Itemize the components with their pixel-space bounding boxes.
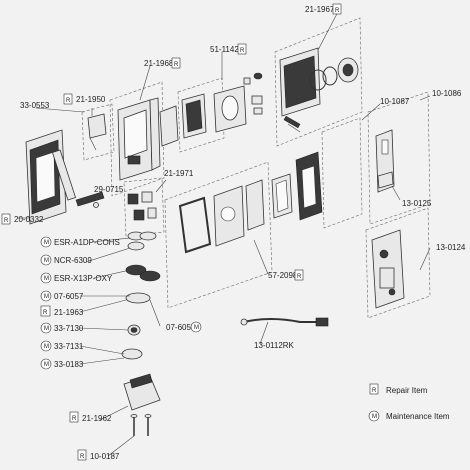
group-frame-21-1967 bbox=[274, 17, 363, 147]
legend-repair-label: Repair Item bbox=[386, 386, 428, 395]
maintenance-badge-icon bbox=[40, 290, 52, 302]
repair-badge-icon bbox=[171, 57, 181, 69]
group-frame-57-2098 bbox=[164, 161, 273, 309]
maintenance-badge-icon bbox=[40, 236, 52, 248]
label-33-7131: 33-7131 bbox=[54, 342, 84, 351]
maintenance-badge-icon bbox=[40, 272, 52, 284]
repair-badge-text: R bbox=[240, 48, 245, 54]
maintenance-badge-text: M bbox=[44, 362, 49, 368]
repair-badge-text: R bbox=[66, 98, 71, 104]
group-frame-51-1142 bbox=[177, 77, 225, 153]
label-esr-a1dp-cohs: ESR-A1DP-COHS bbox=[54, 238, 120, 247]
label-21-1950: 21-1950 bbox=[76, 95, 106, 104]
label-13-0125: 13-0125 bbox=[402, 199, 432, 208]
label-07-6058: 07-6058 bbox=[166, 323, 196, 332]
part-20-0332-drawing bbox=[25, 129, 77, 225]
label-33-0183: 33-0183 bbox=[54, 360, 84, 369]
part-21-1962-drawing bbox=[123, 373, 161, 411]
repair-badge-icon bbox=[237, 43, 247, 55]
part-13-0124-drawing bbox=[371, 229, 405, 309]
maintenance-legend-badge-text: M bbox=[372, 414, 377, 420]
part-10-0187-drawing bbox=[130, 414, 152, 436]
maintenance-badge-icon bbox=[40, 254, 52, 266]
maintenance-badge-text: M bbox=[44, 344, 49, 350]
maintenance-badge-text: M bbox=[44, 258, 49, 264]
repair-badge-icon bbox=[69, 411, 79, 423]
label-29-0715: 29-0715 bbox=[94, 185, 124, 194]
part-57-2098-drawing bbox=[178, 151, 323, 254]
repair-badge-text: R bbox=[335, 8, 340, 14]
group-frame-10-1087 bbox=[321, 117, 363, 229]
repair-legend-badge-text: R bbox=[372, 388, 377, 394]
label-10-0187: 10-0187 bbox=[90, 452, 120, 461]
repair-badge-icon bbox=[332, 3, 342, 15]
group-frame-33-0553 bbox=[81, 103, 115, 161]
label-esr-x13p-oxy: ESR-X13P-OXY bbox=[54, 274, 113, 283]
label-10-1086: 10-1086 bbox=[432, 89, 462, 98]
maintenance-legend-icon bbox=[368, 410, 380, 422]
group-frame-21-1968 bbox=[109, 81, 165, 197]
maintenance-badge-text: M bbox=[44, 294, 49, 300]
maintenance-badge-icon bbox=[40, 322, 52, 334]
label-33-0553: 33-0553 bbox=[20, 101, 50, 110]
maintenance-badge-text: M bbox=[194, 325, 199, 331]
maintenance-badge-text: M bbox=[44, 326, 49, 332]
label-33-7130: 33-7130 bbox=[54, 324, 84, 333]
leader-lines bbox=[18, 7, 431, 457]
maintenance-badge-text: M bbox=[44, 276, 49, 282]
repair-badge-text: R bbox=[80, 454, 85, 460]
label-20-0332: 20-0332 bbox=[14, 215, 44, 224]
label-07-6057: 07-6057 bbox=[54, 292, 84, 301]
label-51-1142: 51-1142 bbox=[210, 45, 239, 54]
legend: R Repair Item M Maintenance Item bbox=[368, 383, 450, 422]
label-13-0112rk: 13-0112RK bbox=[254, 341, 295, 350]
part-51-1142-drawing bbox=[181, 85, 247, 139]
part-33-0553-drawing bbox=[87, 113, 107, 151]
repair-badge-text: R bbox=[43, 310, 48, 316]
legend-maintenance-label: Maintenance Item bbox=[386, 412, 450, 421]
maintenance-badge-text: M bbox=[44, 240, 49, 246]
label-57-2098: 57-2098 bbox=[268, 271, 298, 280]
part-21-1968-drawing bbox=[117, 97, 179, 181]
label-21-1971: 21-1971 bbox=[164, 169, 194, 178]
repair-badge-icon bbox=[1, 213, 11, 225]
repair-badge-icon bbox=[63, 93, 73, 105]
label-21-1967: 21-1967 bbox=[305, 5, 335, 14]
maintenance-badge-icon bbox=[40, 340, 52, 352]
part-29-0715-drawing bbox=[75, 191, 105, 208]
part-21-1971-drawing bbox=[127, 191, 157, 221]
repair-badge-icon bbox=[77, 449, 87, 461]
label-21-1968: 21-1968 bbox=[144, 59, 174, 68]
repair-legend-icon bbox=[369, 383, 379, 395]
repair-badge-text: R bbox=[72, 416, 77, 422]
repair-badge-icon bbox=[294, 269, 304, 281]
label-ncr-6309: NCR-6309 bbox=[54, 256, 92, 265]
label-10-1087: 10-1087 bbox=[380, 97, 410, 106]
maintenance-badge-icon bbox=[190, 321, 202, 333]
repair-badge-text: R bbox=[297, 274, 302, 280]
label-13-0124: 13-0124 bbox=[436, 243, 466, 252]
repair-badge-icon bbox=[40, 305, 51, 317]
group-frame-21-1971 bbox=[123, 177, 165, 237]
label-21-1962: 21-1962 bbox=[82, 414, 112, 423]
part-13-0112rk-drawing bbox=[240, 317, 329, 327]
label-21-1963: 21-1963 bbox=[54, 308, 84, 317]
repair-badge-text: R bbox=[174, 62, 179, 68]
repair-badge-text: R bbox=[4, 218, 9, 224]
group-frame-10-1086 bbox=[367, 91, 431, 225]
maintenance-badge-icon bbox=[40, 358, 52, 370]
part-21-1967-drawing bbox=[243, 47, 359, 133]
part-10-1087-drawing bbox=[375, 129, 395, 193]
part-sensors-stack-drawing bbox=[121, 231, 161, 360]
